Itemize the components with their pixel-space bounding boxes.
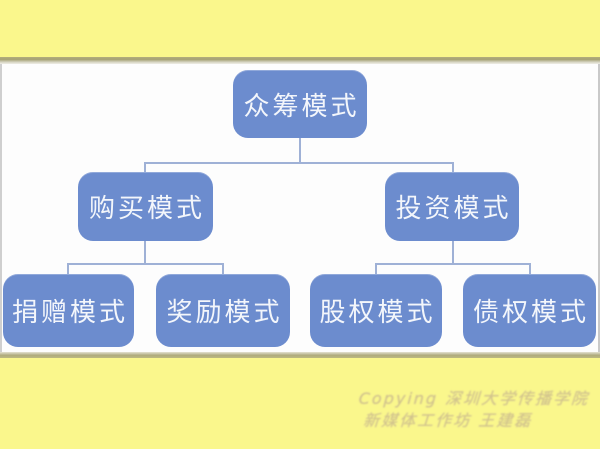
- connector-investment-children-bridge: [375, 263, 531, 274]
- node-label: 捐赠模式: [11, 298, 128, 328]
- node-label: 购买模式: [88, 194, 205, 224]
- node-purchase-model: 购买模式: [78, 172, 213, 241]
- connector-level2-bridge: [144, 162, 454, 172]
- node-debt-model: 债权模式: [463, 274, 596, 347]
- node-equity-model: 股权模式: [310, 274, 442, 347]
- node-label: 债权模式: [472, 298, 589, 328]
- node-crowdfunding-model: 众筹模式: [233, 70, 367, 138]
- watermark: Copying 深圳大学传播学院 新媒体工作坊 王建磊: [356, 388, 590, 432]
- node-donation-model: 捐赠模式: [3, 274, 134, 347]
- node-reward-model: 奖励模式: [156, 274, 290, 347]
- connector-purchase-children-bridge: [67, 263, 224, 274]
- watermark-line-2: 新媒体工作坊 王建磊: [362, 411, 534, 430]
- panel-bottom-shadow: [0, 352, 600, 358]
- watermark-line-1: Copying 深圳大学传播学院: [358, 389, 590, 408]
- panel-top-shadow: [0, 57, 600, 64]
- node-label: 众筹模式: [243, 91, 360, 122]
- node-label: 奖励模式: [166, 298, 283, 328]
- node-label: 投资模式: [395, 194, 512, 224]
- node-label: 股权模式: [319, 298, 436, 328]
- node-investment-model: 投资模式: [385, 172, 519, 241]
